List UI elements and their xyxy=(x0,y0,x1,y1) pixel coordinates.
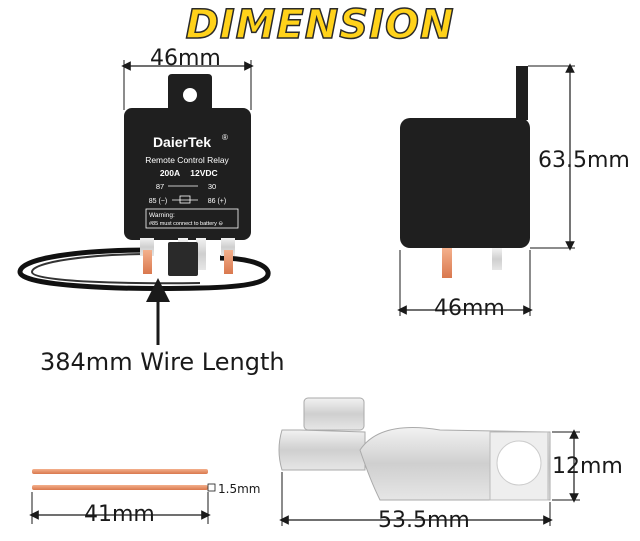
relay-warning-title: Warning: xyxy=(149,212,175,219)
relay-pin-86: 86 (+) xyxy=(208,198,226,205)
relay-rating-amps: 200A xyxy=(160,168,180,178)
wire-length-label: 384mm Wire Length xyxy=(40,348,285,376)
dim-terminal-height: 12mm xyxy=(552,454,623,479)
relay-brand: DaierTek xyxy=(153,134,211,150)
relay-warning-text: #85 must connect to battery ⊖ xyxy=(149,221,223,227)
dim-strip-length: 41mm xyxy=(84,502,155,527)
relay-pin-87: 87 xyxy=(156,182,164,191)
dim-side-height: 63.5mm xyxy=(538,148,630,173)
terminal-view xyxy=(278,397,580,526)
front-relay-view: DaierTek ® Remote Control Relay 200A 12V… xyxy=(17,60,271,345)
relay-pin-30: 30 xyxy=(208,182,216,191)
relay-rating-volts: 12VDC xyxy=(190,168,217,178)
dim-terminal-length: 53.5mm xyxy=(378,508,470,533)
dim-strip-thickness: 1.5mm xyxy=(218,482,261,496)
relay-pin-85: 85 (−) xyxy=(149,198,167,205)
dim-side-width: 46mm xyxy=(434,296,505,321)
dim-front-width: 46mm xyxy=(150,46,221,71)
copper-strips-view xyxy=(29,469,216,524)
relay-model: Remote Control Relay xyxy=(145,155,229,165)
side-relay-view xyxy=(397,63,575,316)
relay-brand-mark: ® xyxy=(222,133,228,142)
page-title: DIMENSION xyxy=(185,1,455,49)
